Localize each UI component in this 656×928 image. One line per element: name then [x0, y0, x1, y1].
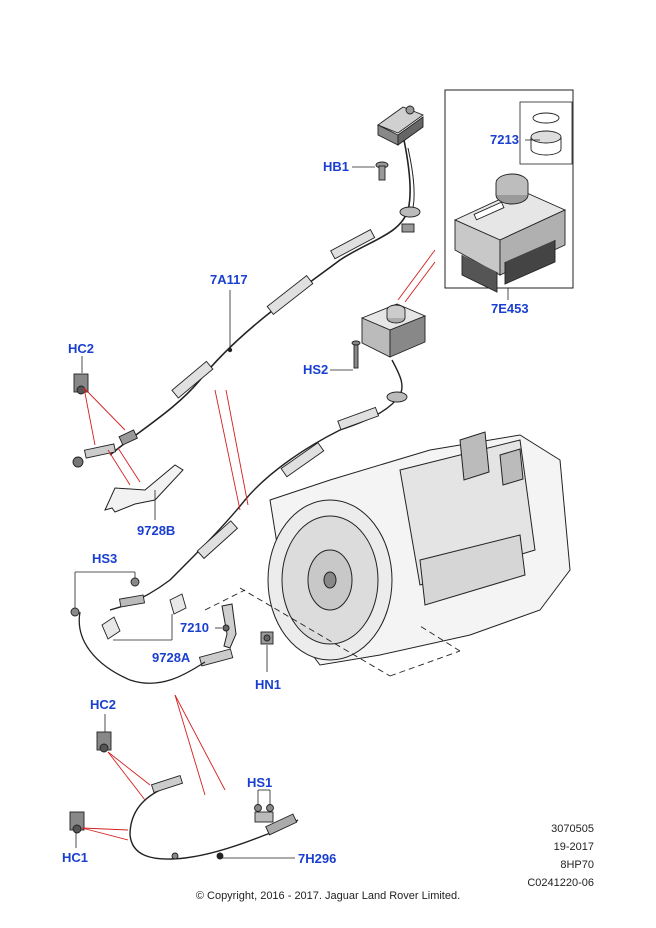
screws-hs3 [70, 577, 140, 617]
cable-sleeves-lower [196, 406, 380, 560]
cap-7213 [530, 112, 562, 156]
callout-hb1: HB1 [323, 159, 350, 174]
callout-hs3: HS3 [92, 551, 118, 566]
diagram-date: 19-2017 [553, 841, 594, 853]
diagram-number: 3070505 [551, 823, 594, 835]
clip-hc2-bottom [96, 731, 112, 753]
screw-hs2 [351, 340, 361, 369]
bolt-hb1 [375, 161, 389, 181]
clip-hc1 [69, 811, 85, 834]
shifter-module-large [453, 173, 567, 293]
transmission-code: 8HP70 [560, 859, 594, 871]
callout-hc2-top: HC2 [68, 341, 95, 356]
shifter-module-small [360, 303, 427, 358]
callout-7213: 7213 [490, 132, 519, 147]
copyright-notice: © Copyright, 2016 - 2017. Jaguar Land Ro… [195, 890, 461, 902]
grommet-lower [386, 391, 408, 403]
cable-7h296-fittings [150, 774, 298, 860]
callout-7e453: 7E453 [491, 301, 529, 316]
callout-7a117: 7A117 [210, 272, 248, 287]
callout-7210: 7210 [180, 620, 209, 635]
callout-hc1: HC1 [62, 850, 89, 865]
cable-sleeves-upper [171, 229, 376, 399]
cable-end-fitting-upper [72, 429, 138, 468]
transmission-8hp70 [267, 431, 571, 666]
detail-inset-box [444, 89, 574, 289]
nut-hn1 [260, 631, 274, 645]
callout-hs2: HS2 [303, 362, 329, 377]
callout-hs1: HS1 [247, 775, 273, 790]
bracket-9728b [104, 464, 184, 513]
callout-9728a: 9728A [152, 650, 191, 665]
clip-hc2-top [73, 373, 89, 395]
callout-hc2-bottom: HC2 [90, 697, 117, 712]
grommet-upper [399, 206, 421, 233]
screws-hs1 [254, 804, 274, 823]
seal-inset-box [519, 101, 573, 165]
callout-leader-lines [74, 139, 540, 859]
shift-cable-7a117 [109, 139, 415, 456]
bracket-9728a [101, 593, 234, 667]
loop-cable-9728a [78, 611, 206, 684]
red-leader-lines [81, 249, 436, 841]
transmission-dashed-outline [204, 587, 461, 677]
lever-7210 [221, 603, 237, 649]
callout-hn1: HN1 [255, 677, 282, 692]
illustration-code: C0241220-06 [527, 877, 594, 889]
callout-7h296: 7H296 [298, 851, 337, 866]
callout-9728b: 9728B [137, 523, 176, 538]
shifter-bracket-top [377, 105, 424, 146]
